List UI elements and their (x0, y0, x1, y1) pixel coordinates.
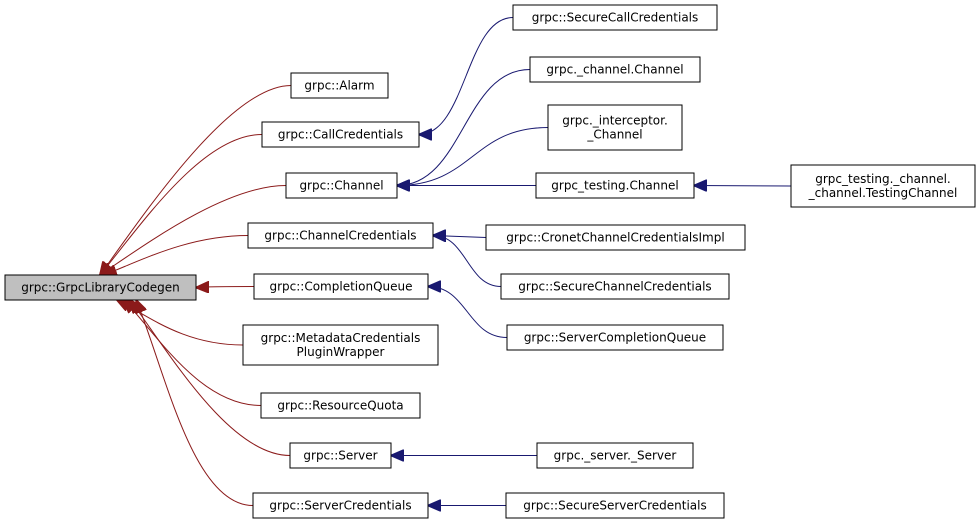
class-node-label: grpc::ServerCredentials (269, 499, 411, 513)
class-node-codegen[interactable]: grpc::GrpcLibraryCodegen (4, 274, 197, 301)
class-node-label: grpc::CallCredentials (278, 128, 403, 142)
class-node-label: grpc._interceptor. (562, 114, 668, 128)
class-node-securechancred[interactable]: grpc::SecureChannelCredentials (500, 273, 730, 300)
class-node-cronet[interactable]: grpc::CronetChannelCredentialsImpl (485, 224, 746, 251)
inheritance-edge-servercred-to-codegen (136, 300, 254, 506)
class-node-box (252, 492, 429, 519)
inheritance-edge-channel-to-codegen (100, 185, 287, 276)
class-node-box (247, 222, 434, 249)
class-node-box (505, 492, 725, 519)
inheritance-edge-compq-to-codegen (196, 287, 255, 288)
class-node-label: grpc::ServerCompletionQueue (524, 331, 706, 345)
class-node-box (285, 172, 398, 199)
class-node-label: grpc::Alarm (304, 79, 374, 93)
class-node-box (253, 273, 429, 300)
class-node-alarm[interactable]: grpc::Alarm (290, 72, 389, 99)
class-node-box (261, 121, 420, 148)
class-node-server[interactable]: grpc::Server (289, 442, 392, 469)
class-node-chancred[interactable]: grpc::ChannelCredentials (247, 222, 434, 249)
class-node-box (547, 104, 683, 151)
class-node-label: _Channel (586, 128, 642, 142)
class-node-box (289, 442, 392, 469)
class-node-label: PluginWrapper (297, 345, 385, 359)
inheritance-edge-interceptor-to-channel (397, 127, 549, 186)
class-node-box (529, 56, 701, 83)
class-node-box (536, 442, 694, 469)
inheritance-edge-server-to-codegen (130, 300, 291, 456)
class-node-label: grpc_testing._channel. (815, 172, 950, 186)
class-node-box (512, 4, 718, 31)
inheritance-edge-metacred-to-codegen (117, 300, 244, 346)
class-node-servercred[interactable]: grpc::ServerCredentials (252, 492, 429, 519)
inheritance-edge-pychannel-to-channel (397, 69, 531, 186)
class-node-label: grpc::SecureServerCredentials (523, 499, 706, 513)
inheritance-edge-resquota-to-codegen (124, 300, 262, 406)
inheritance-edge-securecallcred-to-callcred (419, 17, 514, 135)
class-node-box (242, 324, 439, 366)
class-node-callcred[interactable]: grpc::CallCredentials (261, 121, 420, 148)
class-node-box (260, 392, 421, 419)
class-node-compq[interactable]: grpc::CompletionQueue (253, 273, 429, 300)
class-node-resquota[interactable]: grpc::ResourceQuota (260, 392, 421, 419)
class-node-box (790, 164, 976, 208)
class-node-label: grpc._server._Server (554, 449, 677, 463)
class-node-channel[interactable]: grpc::Channel (285, 172, 398, 199)
inheritance-edge-testingtesting-to-testingchannel (694, 186, 792, 187)
class-node-box (500, 273, 730, 300)
class-node-label: grpc::Channel (299, 179, 383, 193)
class-node-box (4, 274, 197, 301)
class-node-label: grpc._channel.Channel (546, 63, 683, 77)
class-node-label: grpc::MetadataCredentials (261, 331, 421, 345)
class-node-pychannel[interactable]: grpc._channel.Channel (529, 56, 701, 83)
class-node-label: grpc::CompletionQueue (269, 280, 412, 294)
class-node-secureservercred[interactable]: grpc::SecureServerCredentials (505, 492, 725, 519)
class-node-label: grpc::SecureChannelCredentials (518, 280, 711, 294)
inheritance-edge-alarm-to-codegen (100, 85, 292, 276)
class-node-box (485, 224, 746, 251)
class-node-box (535, 172, 695, 199)
class-node-securecallcred[interactable]: grpc::SecureCallCredentials (512, 4, 718, 31)
class-node-label: grpc_testing.Channel (551, 179, 678, 193)
class-node-box (506, 324, 724, 351)
inheritance-edge-chancred-to-codegen (104, 235, 249, 276)
class-node-label: _channel.TestingChannel (808, 186, 958, 200)
class-node-label: grpc::CronetChannelCredentialsImpl (506, 231, 724, 245)
class-node-label: grpc::GrpcLibraryCodegen (21, 281, 180, 295)
inheritance-edge-servercompq-to-compq (428, 287, 508, 338)
class-node-box (290, 72, 389, 99)
class-node-servercompq[interactable]: grpc::ServerCompletionQueue (506, 324, 724, 351)
class-node-label: grpc::ResourceQuota (277, 399, 403, 413)
class-node-label: grpc::SecureCallCredentials (532, 11, 699, 25)
class-node-interceptor[interactable]: grpc._interceptor._Channel (547, 104, 683, 151)
class-node-label: grpc::Server (303, 449, 377, 463)
inheritance-edge-securechancred-to-chancred (433, 236, 502, 287)
class-node-label: grpc::ChannelCredentials (264, 229, 416, 243)
class-node-pyserver[interactable]: grpc._server._Server (536, 442, 694, 469)
inheritance-edge-callcred-to-codegen (100, 134, 263, 276)
class-node-testingtesting[interactable]: grpc_testing._channel._channel.TestingCh… (790, 164, 976, 208)
class-node-testingchannel[interactable]: grpc_testing.Channel (535, 172, 695, 199)
